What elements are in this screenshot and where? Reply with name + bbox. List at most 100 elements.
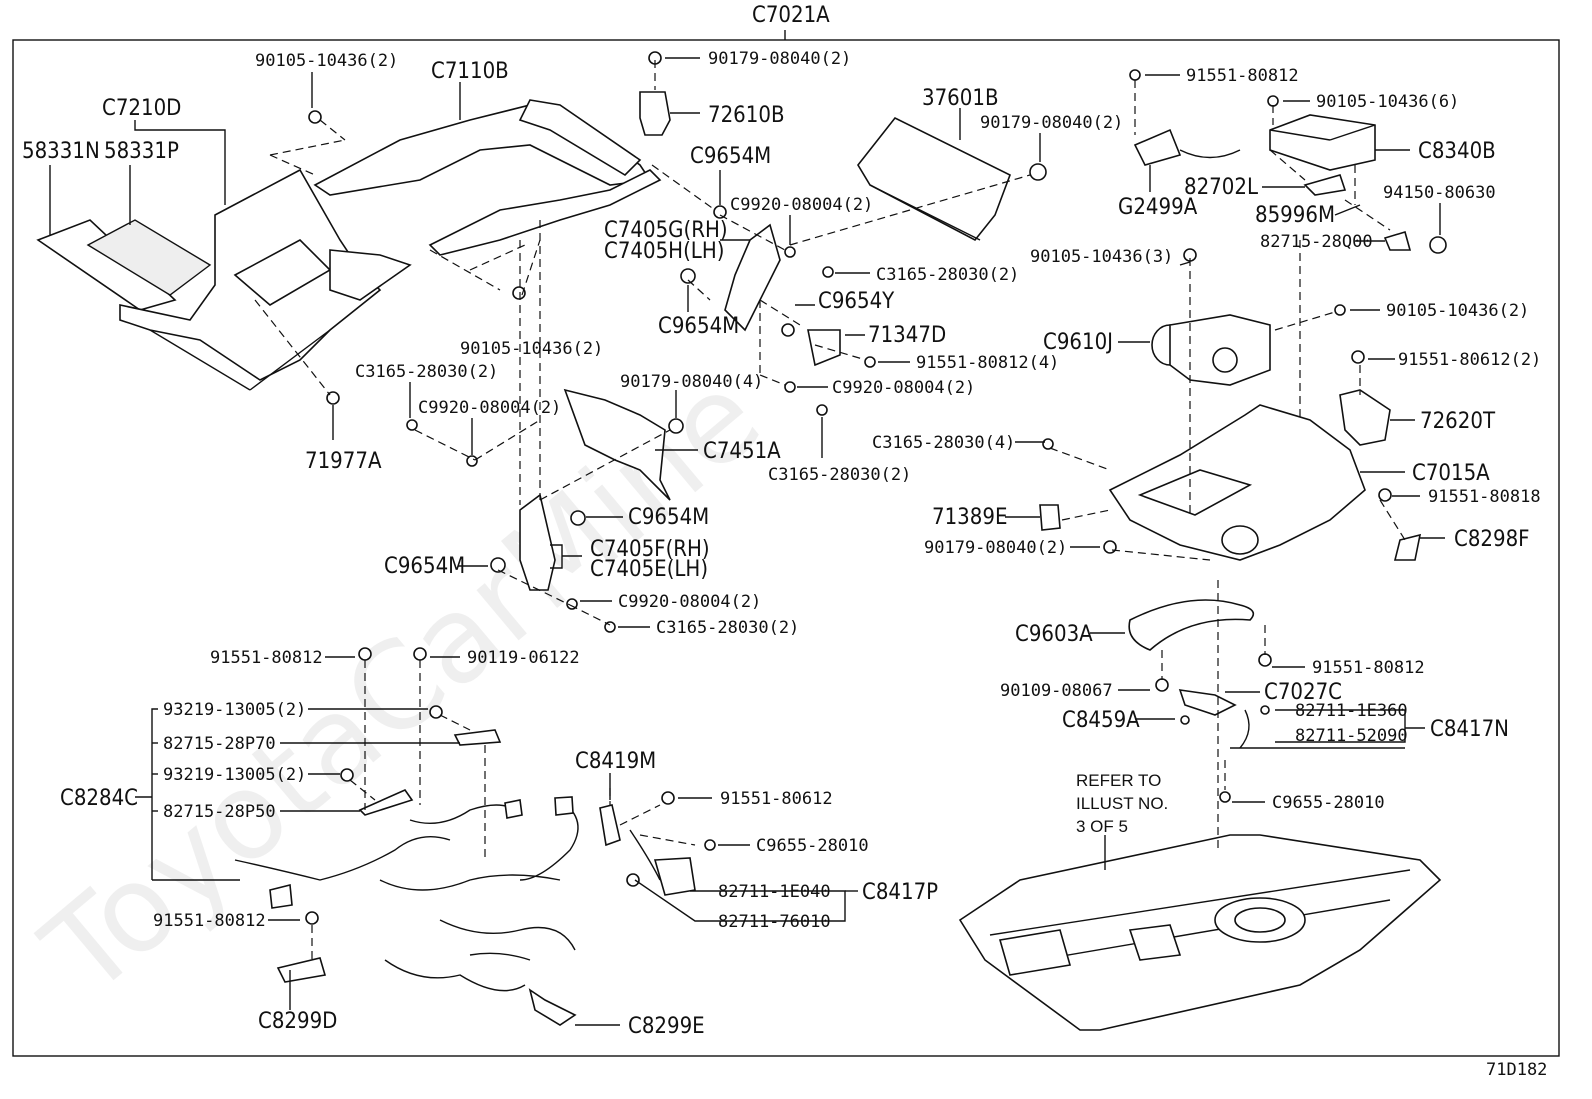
part-label[interactable]: C9654Y xyxy=(818,289,895,314)
cover-sheet-shape xyxy=(36,219,212,311)
bracket-37601b-shape xyxy=(857,116,1047,242)
part-label[interactable]: 90105-10436(3) xyxy=(1030,247,1173,267)
fasteners xyxy=(305,69,1392,925)
part-label[interactable]: 91551-80812 xyxy=(1186,66,1299,86)
part-label[interactable]: 82711-76010 xyxy=(718,912,831,932)
part-label[interactable]: C7405H(LH) xyxy=(604,239,724,264)
part-label[interactable]: C8299E xyxy=(628,1014,705,1039)
part-label[interactable]: 90179-08040(4) xyxy=(620,372,763,392)
part-label[interactable]: C8299D xyxy=(258,1009,337,1034)
part-label[interactable]: 58331N xyxy=(22,139,100,164)
bracket-82715-28q00-shape xyxy=(1383,230,1412,251)
refer-note-line: REFER TO xyxy=(1076,771,1161,790)
part-label[interactable]: C7405G(RH) xyxy=(604,218,728,243)
part-label[interactable]: C8417P xyxy=(862,880,938,905)
part-label[interactable]: 93219-13005(2) xyxy=(163,765,306,785)
part-label[interactable]: C9654M xyxy=(690,144,771,169)
part-label[interactable]: C7405F(RH) xyxy=(590,537,710,562)
part-label[interactable]: 82715-28P50 xyxy=(163,802,276,822)
part-label[interactable]: C9920-08004(2) xyxy=(730,195,873,215)
part-label[interactable]: C9920-08004(2) xyxy=(618,592,761,612)
refer-note-line: 3 OF 5 xyxy=(1076,817,1128,836)
clip-72610b-shape xyxy=(639,51,671,136)
part-label[interactable]: C7451A xyxy=(703,439,781,464)
part-label[interactable]: 71347D xyxy=(868,323,946,348)
part-label[interactable]: 90179-08040(2) xyxy=(924,538,1067,558)
bracket-71347d-shape xyxy=(807,329,841,367)
part-label[interactable]: 91551-80812 xyxy=(210,648,323,668)
part-label[interactable]: 91551-80612 xyxy=(720,789,833,809)
part-label[interactable]: 90179-08040(2) xyxy=(980,113,1123,133)
part-label[interactable]: 90179-08040(2) xyxy=(708,49,851,69)
part-label[interactable]: 82711-1E040 xyxy=(718,882,831,902)
part-label[interactable]: C7405E(LH) xyxy=(590,557,708,582)
part-label[interactable]: C3165-28030(4) xyxy=(872,433,1015,453)
part-label[interactable]: C9603A xyxy=(1015,622,1093,647)
part-label[interactable]: 82702L xyxy=(1184,175,1258,200)
part-label[interactable]: C3165-28030(2) xyxy=(656,618,799,638)
part-label[interactable]: 82715-28Q00 xyxy=(1260,232,1373,252)
part-label[interactable]: C3165-28030(2) xyxy=(768,465,911,485)
part-label[interactable]: C8419M xyxy=(575,749,656,774)
part-label[interactable]: 91551-80818 xyxy=(1428,487,1541,507)
part-label[interactable]: 85996M xyxy=(1255,203,1335,228)
part-label[interactable]: 58331P xyxy=(104,139,179,164)
diagram-title[interactable]: C7021A xyxy=(752,3,830,28)
part-label[interactable]: 82711-1E360 xyxy=(1295,701,1408,721)
part-label[interactable]: C9654M xyxy=(628,505,709,530)
part-label[interactable]: C8340B xyxy=(1418,139,1496,164)
part-label[interactable]: C3165-28030(2) xyxy=(876,265,1019,285)
sensor-c8417p-shape xyxy=(626,829,696,896)
sensor-c8419m-shape xyxy=(599,804,621,847)
module-g2499a-shape xyxy=(1133,128,1241,166)
part-label[interactable]: C9655-28010 xyxy=(756,836,869,856)
ecu-c8340b-shape xyxy=(1269,114,1376,171)
leader-lines xyxy=(49,57,1445,1026)
part-label[interactable]: C9654M xyxy=(384,554,465,579)
part-label[interactable]: C8298F xyxy=(1454,527,1530,552)
part-label[interactable]: 82711-52090 xyxy=(1295,726,1408,746)
part-label[interactable]: C9654M xyxy=(658,314,739,339)
part-label[interactable]: 71977A xyxy=(305,449,382,474)
cover-c9603a-shape xyxy=(1128,599,1255,651)
part-label[interactable]: 93219-13005(2) xyxy=(163,700,306,720)
seat-back-frame-shape xyxy=(313,99,662,256)
part-label[interactable]: 90105-10436(2) xyxy=(1386,301,1529,321)
part-label[interactable]: 72610B xyxy=(708,103,785,128)
part-label[interactable]: 94150-80630 xyxy=(1383,183,1496,203)
part-label[interactable]: C9920-08004(2) xyxy=(832,378,975,398)
part-label[interactable]: 91551-80612(2) xyxy=(1398,350,1541,370)
part-label[interactable]: 91551-80812 xyxy=(1312,658,1425,678)
part-label[interactable]: C8417N xyxy=(1430,717,1509,742)
part-label[interactable]: 91551-80812(4) xyxy=(916,353,1059,373)
part-label[interactable]: C7210D xyxy=(102,96,181,121)
part-label[interactable]: 90105-10436(2) xyxy=(255,51,398,71)
part-label[interactable]: 82715-28P70 xyxy=(163,734,276,754)
part-label[interactable]: 72620T xyxy=(1420,409,1496,434)
part-label[interactable]: 71389E xyxy=(932,505,1007,530)
part-label[interactable]: C7015A xyxy=(1412,461,1490,486)
part-label[interactable]: C9610J xyxy=(1043,330,1113,355)
base-frame-c7015a-shape xyxy=(1108,404,1366,561)
part-label[interactable]: C7027C xyxy=(1264,680,1342,705)
part-label[interactable]: C3165-28030(2) xyxy=(355,362,498,382)
bracket-c8299e-shape xyxy=(528,988,577,1026)
part-label[interactable]: G2499A xyxy=(1118,195,1198,220)
part-label[interactable]: C7110B xyxy=(431,59,509,84)
plate-c7405g-shape xyxy=(724,223,781,332)
part-label[interactable]: C8284C xyxy=(60,786,138,811)
part-labels: 90105-10436(2) C7110B 90179-08040(2) 726… xyxy=(22,49,1541,1039)
part-label[interactable]: C9655-28010 xyxy=(1272,793,1385,813)
part-label[interactable]: 90109-08067 xyxy=(1000,681,1113,701)
part-label[interactable]: 90119-06122 xyxy=(467,648,580,668)
part-label[interactable]: 37601B xyxy=(922,86,999,111)
assembly-lines xyxy=(254,60,1406,960)
part-label[interactable]: C8459A xyxy=(1062,708,1140,733)
part-label[interactable]: 90105-10436(6) xyxy=(1316,92,1459,112)
diagram-frame xyxy=(12,39,1560,1057)
part-label[interactable]: 90105-10436(2) xyxy=(460,339,603,359)
part-label[interactable]: 91551-80812 xyxy=(153,911,266,931)
sensor-c8417n-shape xyxy=(1239,705,1270,749)
part-label[interactable]: C9920-08004(2) xyxy=(418,398,561,418)
